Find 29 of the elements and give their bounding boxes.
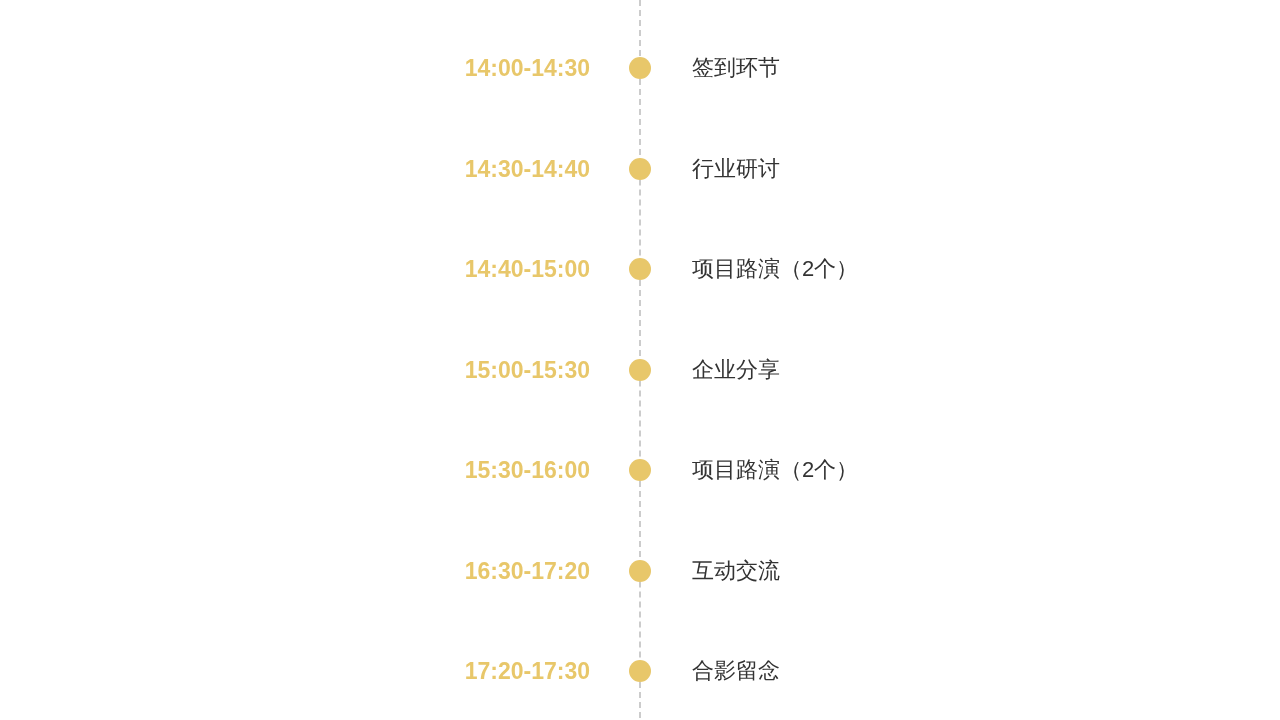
time-range: 16:30-17:20 — [464, 556, 590, 586]
dashed-connector — [639, 0, 641, 58]
dashed-connector — [639, 480, 641, 560]
time-range: 14:40-15:00 — [464, 255, 590, 284]
agenda-item: 项目路演（2个） — [692, 255, 859, 283]
dashed-connector — [639, 279, 641, 359]
timeline-dot — [629, 358, 651, 381]
dashed-connector — [639, 179, 641, 259]
timeline-dot — [629, 57, 651, 79]
dashed-connector — [639, 581, 641, 661]
agenda-item: 企业分享 — [692, 355, 780, 384]
dashed-connector — [639, 380, 641, 460]
time-range: 15:30-16:00 — [464, 456, 590, 485]
agenda-item: 互动交流 — [692, 556, 780, 585]
timeline-dot — [629, 660, 651, 682]
timeline-dot — [629, 258, 651, 280]
time-range: 14:00-14:30 — [464, 54, 590, 83]
timeline-dot — [629, 459, 651, 481]
timeline-dot — [629, 559, 651, 582]
agenda-item: 项目路演（2个） — [692, 456, 859, 484]
time-range: 15:00-15:30 — [464, 355, 590, 385]
dashed-connector — [639, 681, 641, 720]
time-range: 14:30-14:40 — [464, 154, 590, 184]
agenda-item: 行业研讨 — [692, 154, 780, 183]
time-range: 17:20-17:30 — [464, 657, 590, 686]
agenda-item: 合影留念 — [692, 657, 780, 685]
dashed-connector — [639, 78, 641, 158]
timeline-dot — [629, 157, 651, 180]
agenda-item: 签到环节 — [692, 54, 780, 82]
